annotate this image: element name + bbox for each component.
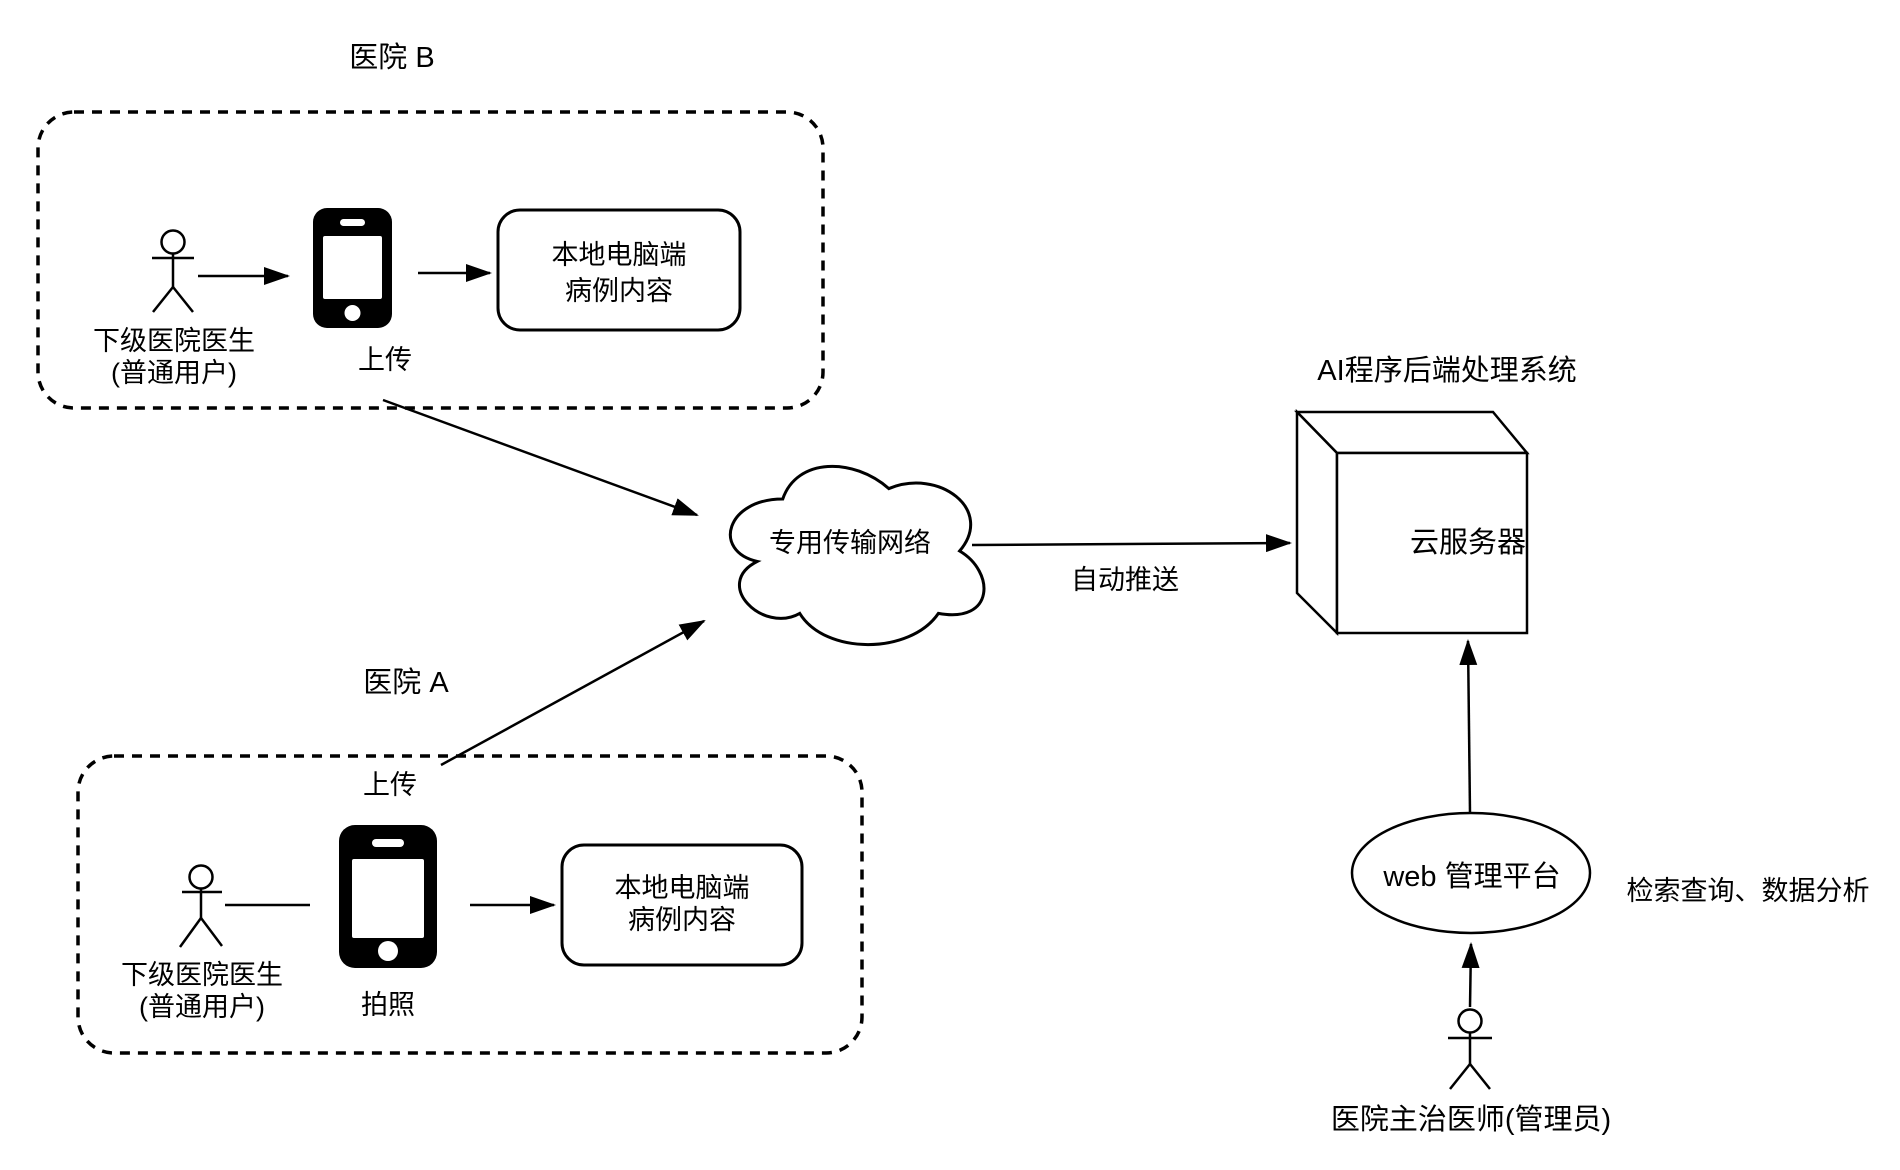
hospital-b-title: 医院 B bbox=[349, 41, 434, 74]
hospital-a-boundary bbox=[76, 754, 864, 1055]
pc-box-b bbox=[496, 208, 742, 332]
cloud-server-cube bbox=[1294, 408, 1530, 637]
hospital-b-boundary bbox=[36, 110, 825, 410]
web-platform-ellipse bbox=[1350, 811, 1592, 935]
pc-box-a-line2: 病例内容 bbox=[628, 905, 736, 935]
pc-box-b-line2: 病例内容 bbox=[565, 276, 673, 306]
phone-a-icon bbox=[339, 825, 437, 968]
query-analysis-label: 检索查询、数据分析 bbox=[1627, 876, 1870, 906]
phone-b-icon bbox=[313, 208, 392, 328]
cube-front-face bbox=[1335, 451, 1529, 635]
pc-box-a-line1: 本地电脑端 bbox=[615, 873, 750, 903]
arrow-platform-to-server bbox=[1459, 639, 1478, 814]
cloud-server-label: 云服务器 bbox=[1410, 526, 1526, 559]
doctor-b-label-line2: (普通用户) bbox=[111, 358, 237, 388]
doctor-b-stick-figure-icon bbox=[152, 229, 194, 313]
auto-push-label: 自动推送 bbox=[1071, 565, 1179, 595]
network-cloud bbox=[728, 464, 986, 647]
pc-box-b-line1: 本地电脑端 bbox=[552, 240, 687, 270]
arrow-hospital-b-to-cloud bbox=[382, 398, 699, 517]
doctor-b-label-line1: 下级医院医生 bbox=[93, 326, 255, 356]
cloud-label: 专用传输网络 bbox=[769, 528, 931, 558]
admin-label: 医院主治医师(管理员) bbox=[1331, 1103, 1611, 1136]
phone-a-action-label: 拍照 bbox=[361, 990, 415, 1020]
arrow-hospital-a-to-cloud bbox=[440, 619, 706, 767]
hospital-a-upload-label: 上传 bbox=[363, 770, 417, 800]
phone-b-action-label: 上传 bbox=[358, 345, 412, 375]
web-platform-label: web 管理平台 bbox=[1382, 860, 1560, 893]
arrow-cloud-to-server bbox=[971, 534, 1292, 553]
hospital-a-title: 医院 A bbox=[363, 666, 449, 699]
admin-stick-figure-icon bbox=[1448, 1008, 1492, 1090]
pc-box-a bbox=[560, 843, 804, 967]
backend-title: AI程序后端处理系统 bbox=[1317, 354, 1576, 387]
doctor-a-stick-figure-icon bbox=[178, 864, 223, 948]
arrow-admin-to-platform bbox=[1461, 942, 1480, 1008]
doctor-a-label-line1: 下级医院医生 bbox=[121, 960, 283, 990]
cube-left-face bbox=[1295, 408, 1339, 637]
doctor-a-label-line2: (普通用户) bbox=[139, 992, 265, 1022]
